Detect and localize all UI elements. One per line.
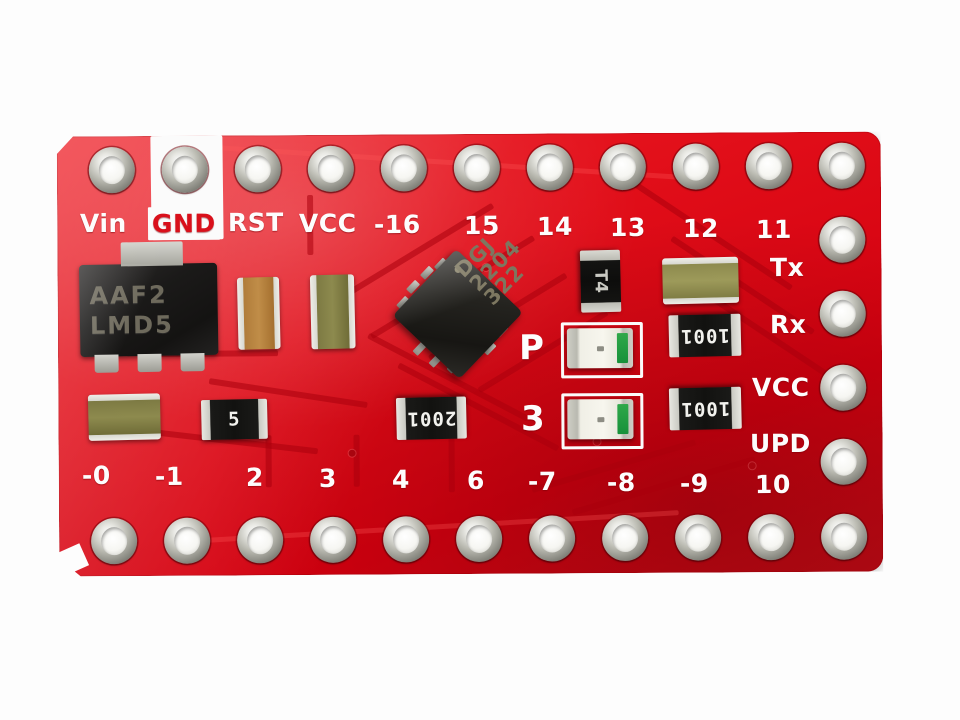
pin-label-6: 6: [466, 465, 485, 496]
pcb-board: AAF2 LMD5 322 2204 DGJ: [57, 131, 884, 576]
component-voltage-regulator: AAF2 LMD5: [79, 263, 219, 357]
through-hole-pad[interactable]: [310, 517, 356, 563]
pin-label-11: 11: [755, 214, 792, 245]
pcb-trace: [448, 434, 454, 492]
regulator-marking: AAF2 LMD5: [89, 280, 174, 341]
regulator-marking-line2: LMD5: [89, 310, 174, 340]
component-capacitor: [310, 274, 356, 349]
regulator-tab: [121, 241, 183, 266]
pin-label-vin: Vin: [79, 208, 127, 239]
regulator-marking-line1: AAF2: [89, 280, 168, 310]
pin-label-3: 3: [318, 463, 337, 494]
component-resistor: 1001: [669, 387, 742, 431]
through-hole-pad[interactable]: [746, 143, 792, 189]
pin-label-10: 10: [754, 469, 791, 500]
component-capacitor: [88, 393, 161, 441]
resistor-marking: 5: [227, 408, 241, 431]
regulator-lead: [94, 354, 118, 372]
pin-label-15: 15: [463, 210, 500, 241]
led-label-power: P: [518, 327, 545, 369]
through-hole-pad[interactable]: [308, 146, 354, 192]
component-capacitor: [662, 257, 739, 305]
pin-label-1: -1: [154, 461, 184, 492]
through-hole-pad[interactable]: [748, 514, 794, 560]
through-hole-pad[interactable]: [237, 517, 283, 563]
pin-label-9: -9: [679, 468, 709, 499]
resistor-marking: 2001: [406, 406, 457, 430]
pin-label-13: 13: [609, 212, 646, 243]
pin-label-gnd: GND: [147, 206, 220, 241]
regulator-lead: [137, 354, 161, 372]
through-hole-pad[interactable]: [164, 518, 210, 564]
resistor-marking: 1001: [679, 323, 731, 348]
through-hole-pad[interactable]: [820, 291, 866, 337]
resistor-marking: 1001: [680, 396, 731, 421]
pin-label-vcc-right: VCC: [751, 372, 810, 403]
pin-label-8: -8: [606, 467, 636, 498]
pin-label-upd: UPD: [749, 428, 811, 459]
through-hole-pad[interactable]: [600, 144, 646, 190]
through-hole-pad[interactable]: [675, 514, 721, 560]
component-capacitor: [237, 277, 281, 350]
through-hole-pad[interactable]: [602, 515, 648, 561]
pcb-via: [749, 462, 756, 469]
through-hole-pad[interactable]: [673, 143, 719, 189]
pin-label-rst: RST: [227, 207, 284, 238]
pcb-trace: [353, 435, 359, 487]
through-hole-pad[interactable]: [820, 365, 866, 411]
pcb-trace: [265, 435, 271, 487]
component-led-pin: [567, 399, 633, 439]
pin-label-0: -0: [81, 460, 111, 491]
pin-label-7: -7: [527, 466, 557, 497]
pin-label-rx: Rx: [769, 309, 807, 340]
pin-label-14: 14: [536, 211, 573, 242]
pin-label-16: -16: [373, 209, 421, 240]
through-hole-pad[interactable]: [91, 518, 137, 564]
led-die: [597, 417, 604, 422]
through-hole-pad[interactable]: [529, 515, 575, 561]
through-hole-pad[interactable]: [235, 146, 281, 192]
component-resistor: 1001: [668, 314, 741, 358]
pcb-trace: [572, 456, 756, 515]
through-hole-pad[interactable]: [821, 514, 867, 560]
through-hole-pad[interactable]: [819, 143, 865, 189]
component-microcontroller: 322 2204 DGJ: [393, 249, 523, 379]
regulator-lead: [180, 353, 204, 371]
through-hole-pad[interactable]: [89, 147, 135, 193]
pin-label-12: 12: [682, 213, 719, 244]
pin-label-vcc: VCC: [298, 208, 357, 239]
component-led-power: [567, 328, 633, 368]
diode-marking: T4: [590, 269, 611, 294]
pin-label-4: 4: [391, 464, 410, 495]
pin-label-tx: Tx: [769, 252, 805, 283]
led-die: [597, 346, 604, 351]
component-microcontroller-wrapper: 322 2204 DGJ: [397, 254, 518, 375]
led-label-pin: 3: [520, 398, 546, 440]
pcb-via: [349, 450, 356, 457]
through-hole-pad[interactable]: [819, 217, 865, 263]
through-hole-pad[interactable]: [527, 144, 573, 190]
through-hole-pad[interactable]: [162, 147, 208, 193]
component-resistor: 5: [201, 399, 268, 441]
through-hole-pad[interactable]: [381, 145, 427, 191]
component-diode: T4: [580, 250, 621, 313]
component-resistor: 2001: [396, 396, 467, 440]
through-hole-pad[interactable]: [454, 145, 500, 191]
pin-label-2: 2: [245, 462, 264, 493]
through-hole-pad[interactable]: [383, 516, 429, 562]
through-hole-pad[interactable]: [821, 439, 867, 485]
through-hole-pad[interactable]: [456, 516, 502, 562]
